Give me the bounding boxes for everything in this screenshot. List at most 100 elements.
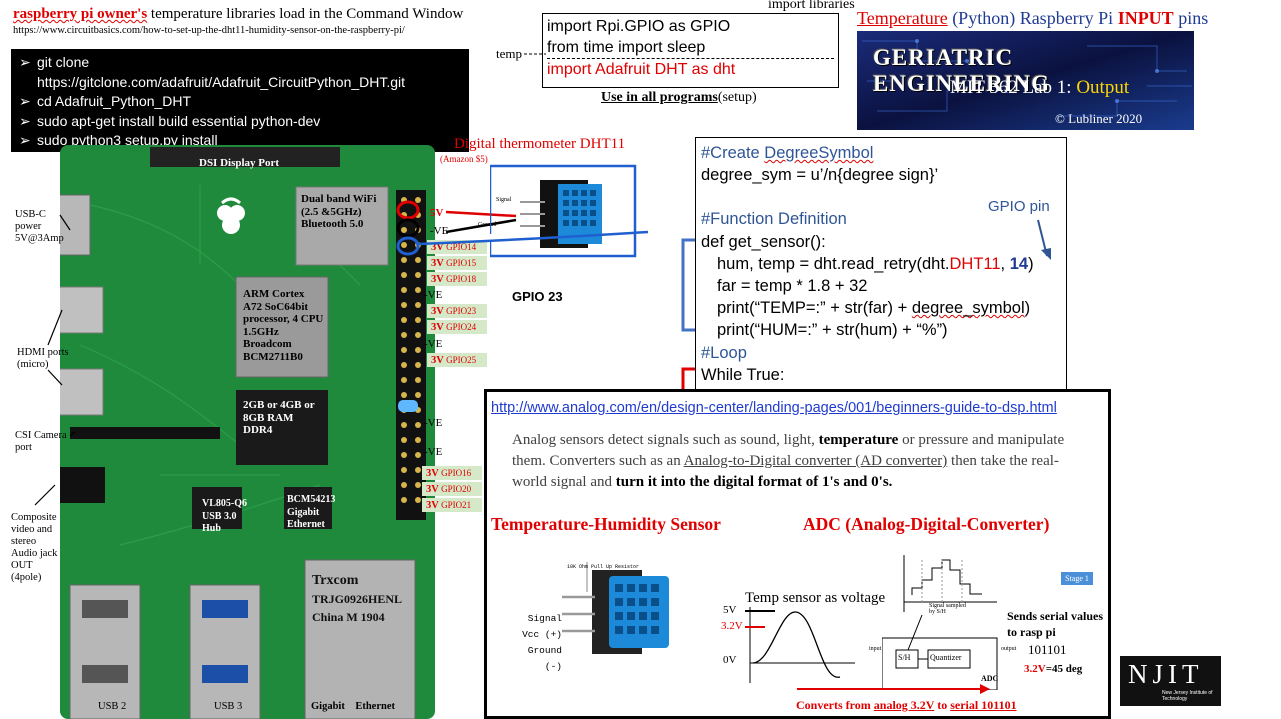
wifi-label: Dual band WiFi (2.5 &5GHz) Bluetooth 5.0 xyxy=(301,193,377,230)
usbhub-label: VL805-Q6 USB 3.0 Hub xyxy=(202,498,247,534)
adc-diagram xyxy=(882,555,998,690)
command-item: ➢sudo python3 setup.py install xyxy=(19,132,218,148)
gpio23-label: GPIO 23 xyxy=(512,289,563,304)
gpio15-pin: 3V GPIO15 xyxy=(427,256,487,270)
voltage-title: Temp sensor as voltage xyxy=(745,590,886,606)
gpio18-pin: 3V GPIO18 xyxy=(427,272,487,286)
njit-name: NJIT xyxy=(1128,659,1204,689)
gpio25-pin: 3V GPIO25 xyxy=(427,353,487,367)
gpio24-pin: 3V GPIO24 xyxy=(427,320,487,334)
sensor-heading: Temperature-Humidity Sensor xyxy=(491,514,721,534)
loop-bracket xyxy=(681,367,697,397)
code-comment: #Loop xyxy=(701,343,747,362)
gigabit-label: Gigabit Ethernet xyxy=(311,701,395,712)
owner-bold: raspberry pi owner's xyxy=(13,6,148,22)
temp-label: temp xyxy=(496,46,522,61)
cpu-label: ARM Cortex A72 SoC64bit processor, 4 CPU… xyxy=(243,288,324,363)
def-bracket xyxy=(681,238,697,332)
conversion-note: Converts from analog 3.2V to serial 1011… xyxy=(796,698,1017,712)
pin-ve: -VE xyxy=(424,446,443,458)
usb3-label: USB 3 xyxy=(214,701,243,712)
v32-label: 3.2V xyxy=(721,620,743,632)
pin-5v: 5V xyxy=(430,207,444,219)
gpio14-wire xyxy=(418,230,649,246)
dht-wires xyxy=(446,210,517,234)
output-label: output xyxy=(1001,646,1017,652)
header-title: raspberry pi owner's temperature librari… xyxy=(13,6,463,23)
code-line: print(“HUM=:” + str(hum) + “%”) xyxy=(717,321,948,340)
banner-name: GERIATRIC ENGINEERING xyxy=(873,45,1051,96)
command-item: ➢sudo apt-get install build essential py… xyxy=(19,112,321,129)
usbc-label: USB-C power 5V@3Amp xyxy=(15,209,64,244)
dsi-label: DSI Display Port xyxy=(199,157,280,169)
ram-label: 2GB or 4GB or 8GB RAM DDR4 xyxy=(243,399,315,436)
dsp-paragraph: Analog sensors detect signals such as so… xyxy=(512,432,1065,490)
pin-ve: -VE xyxy=(424,417,443,429)
use-all-programs: Use in all programs(setup) xyxy=(601,90,757,105)
banner-course: MIT 362 Lab 1: Output xyxy=(950,77,1130,98)
import-libraries-label: import libraries xyxy=(768,0,855,12)
pin-ve: -VE xyxy=(430,225,449,237)
dsp-panel: http://www.analog.com/en/design-center/l… xyxy=(484,389,1111,719)
adc-heading: ADC (Analog-Digital-Converter) xyxy=(803,514,1050,534)
av-label: Composite video and stereo Audio jack OU… xyxy=(11,512,58,583)
command-item: ➢cd Adafruit_Python_DHT xyxy=(19,93,192,109)
hdmi-label: HDMI ports (micro) xyxy=(17,347,69,370)
input-label: input xyxy=(869,646,882,652)
import-box: import Rpi.GPIO as GPIO from time import… xyxy=(542,13,839,88)
circuit-pattern xyxy=(857,31,1194,130)
gpio20-pin: 3V GPIO20 xyxy=(422,482,482,496)
dht-pin-ground: Ground xyxy=(478,222,497,228)
stage-badge: Stage 1 xyxy=(1061,572,1093,585)
sends-serial-label: Sends serial values to rasp pi xyxy=(1007,609,1104,639)
csi-label: CSI Camera port xyxy=(15,430,67,453)
sensor-pin-labels: Signal Vcc (+) Ground (-) xyxy=(522,613,562,672)
source-url[interactable]: https://www.circuitbasics.com/how-to-set… xyxy=(13,25,405,36)
thermometer-price: (Amazon $5) xyxy=(440,154,488,164)
gpio-pin-label: GPIO pin xyxy=(988,198,1050,215)
sensor-diagram xyxy=(562,562,669,654)
dsp-url-link[interactable]: http://www.analog.com/en/design-center/l… xyxy=(491,400,1057,416)
import-line-1: import Rpi.GPIO as GPIO xyxy=(547,18,731,35)
usb2-label: USB 2 xyxy=(98,701,127,712)
pin-ve: -VE xyxy=(424,338,443,350)
gpio16-pin: 3V GPIO16 xyxy=(422,466,482,480)
owner-rest: temperature libraries load in the Comman… xyxy=(147,6,464,22)
code-line: degree_sym = u’/n{degree sign}’ xyxy=(701,166,939,185)
v5-label: 5V xyxy=(723,604,737,616)
trx-label-3: China M 1904 xyxy=(312,610,385,624)
temperature-result: 3.2V=45 deg xyxy=(1024,663,1083,675)
pin-ve: -VE xyxy=(424,289,443,301)
gpio-pin-arrow xyxy=(1037,219,1051,260)
code-line: While True: xyxy=(701,365,785,384)
banner-copyright: © Lubliner 2020 xyxy=(1055,111,1143,126)
geriatric-banner: GERIATRIC ENGINEERING MIT 362 Lab 1: Out… xyxy=(857,31,1194,130)
trx-label-2: TRJG0926HENL xyxy=(312,592,403,606)
command-item: ➢git clone xyxy=(19,54,90,70)
gpio23-pin: 3V GPIO23 xyxy=(427,304,487,318)
trx-label-1: Trxcom xyxy=(312,573,359,588)
binary-value: 101101 xyxy=(1028,642,1067,657)
conversion-arrow xyxy=(797,684,990,694)
code-line: far = temp * 1.8 + 32 xyxy=(717,277,868,296)
import-line-2: from time import sleep xyxy=(547,39,706,56)
njit-sub: New Jersey Institute of Technology xyxy=(1162,690,1213,702)
adc-label: ADC xyxy=(981,674,999,683)
njit-logo: NJIT New Jersey Institute of Technology xyxy=(1120,656,1221,706)
code-line: hum, temp = dht.read_retry(dht.DHT11, 14… xyxy=(717,254,1034,273)
code-comment: #Function Definition xyxy=(701,210,847,229)
sh-label: S/H xyxy=(898,653,911,662)
code-line: def get_sensor(): xyxy=(701,232,826,251)
command-item: https://gitclone.com/adafruit/Adafruit_C… xyxy=(37,73,406,90)
v0-label: 0V xyxy=(723,654,737,666)
gpio21-pin: 3V GPIO21 xyxy=(422,498,482,512)
sampled-label: Signal sampled by S/H xyxy=(929,603,966,615)
code-line: print(“TEMP=:” + str(far) + degree_symbo… xyxy=(717,299,1031,318)
quantizer-label: Quantizer xyxy=(930,653,962,662)
ethchip-label: BCM54213 Gigabit Ethernet xyxy=(287,494,336,530)
code-box: #Create DegreeSymbol degree_sym = u’/n{d… xyxy=(695,137,1067,397)
dht-pin-signal: Signal xyxy=(496,197,512,203)
resistor-note: 10K Ohm Pull Up Resistor xyxy=(567,564,640,570)
temp-dash xyxy=(524,53,546,55)
voltage-plot xyxy=(745,607,855,683)
